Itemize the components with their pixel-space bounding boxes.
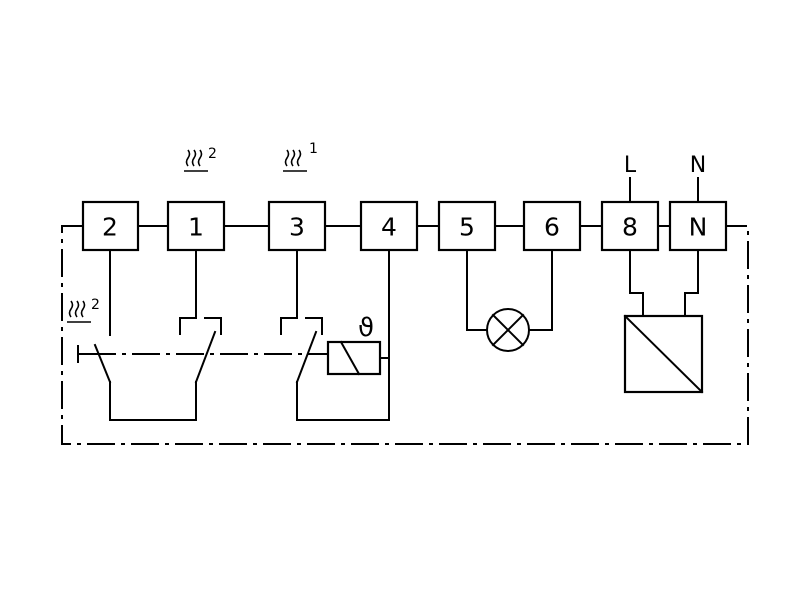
terminal-6-label: 6	[544, 213, 560, 242]
heat-stage-2-top-label: 2	[208, 146, 217, 162]
terminal-3: 3	[267, 200, 327, 252]
switch-contact-icon	[93, 343, 112, 384]
switch-contact-icon	[295, 330, 318, 384]
motor-icon	[623, 314, 704, 394]
heat-stage-1-top-label: 1	[309, 141, 318, 157]
relay-coil-icon	[326, 340, 382, 376]
terminal-5-label: 5	[459, 213, 475, 242]
enclosure-outline	[61, 225, 749, 445]
switch-network	[77, 249, 390, 421]
heat-stage-2-left: 2	[67, 297, 100, 323]
terminal-4: 4	[359, 200, 419, 252]
terminal-2-label: 2	[102, 213, 118, 242]
switch-contact-icon	[194, 330, 217, 384]
terminal-4-label: 4	[381, 213, 397, 242]
heat-stage-icon	[67, 300, 91, 323]
terminal-n: N	[668, 200, 728, 252]
terminal-2: 2	[81, 200, 140, 252]
terminal-5: 5	[437, 200, 497, 252]
motor-unit	[623, 249, 704, 394]
terminal-n-label: N	[689, 213, 708, 242]
heat-stage-2-left-label: 2	[91, 297, 100, 313]
supply-neutral: N	[690, 153, 706, 203]
indicator-lamp	[466, 249, 553, 352]
lamp-icon	[486, 308, 530, 352]
thermostat-symbol: ϑ	[358, 313, 374, 343]
heat-stage-icon	[283, 149, 307, 172]
supply-n-label: N	[690, 153, 706, 178]
heat-stage-2-top: 2	[184, 146, 217, 172]
terminal-8-label: 8	[622, 213, 638, 242]
relay-coil: ϑ	[326, 313, 390, 376]
supply-line: L	[624, 153, 637, 203]
terminal-3-label: 3	[289, 213, 305, 242]
terminal-1: 1	[166, 200, 226, 252]
heat-stage-1-top: 1	[283, 141, 318, 172]
supply-l-label: L	[624, 153, 637, 178]
heat-stage-icon	[184, 149, 208, 172]
terminal-8: 8	[600, 200, 660, 252]
terminal-6: 6	[522, 200, 582, 252]
terminal-1-label: 1	[188, 213, 204, 242]
